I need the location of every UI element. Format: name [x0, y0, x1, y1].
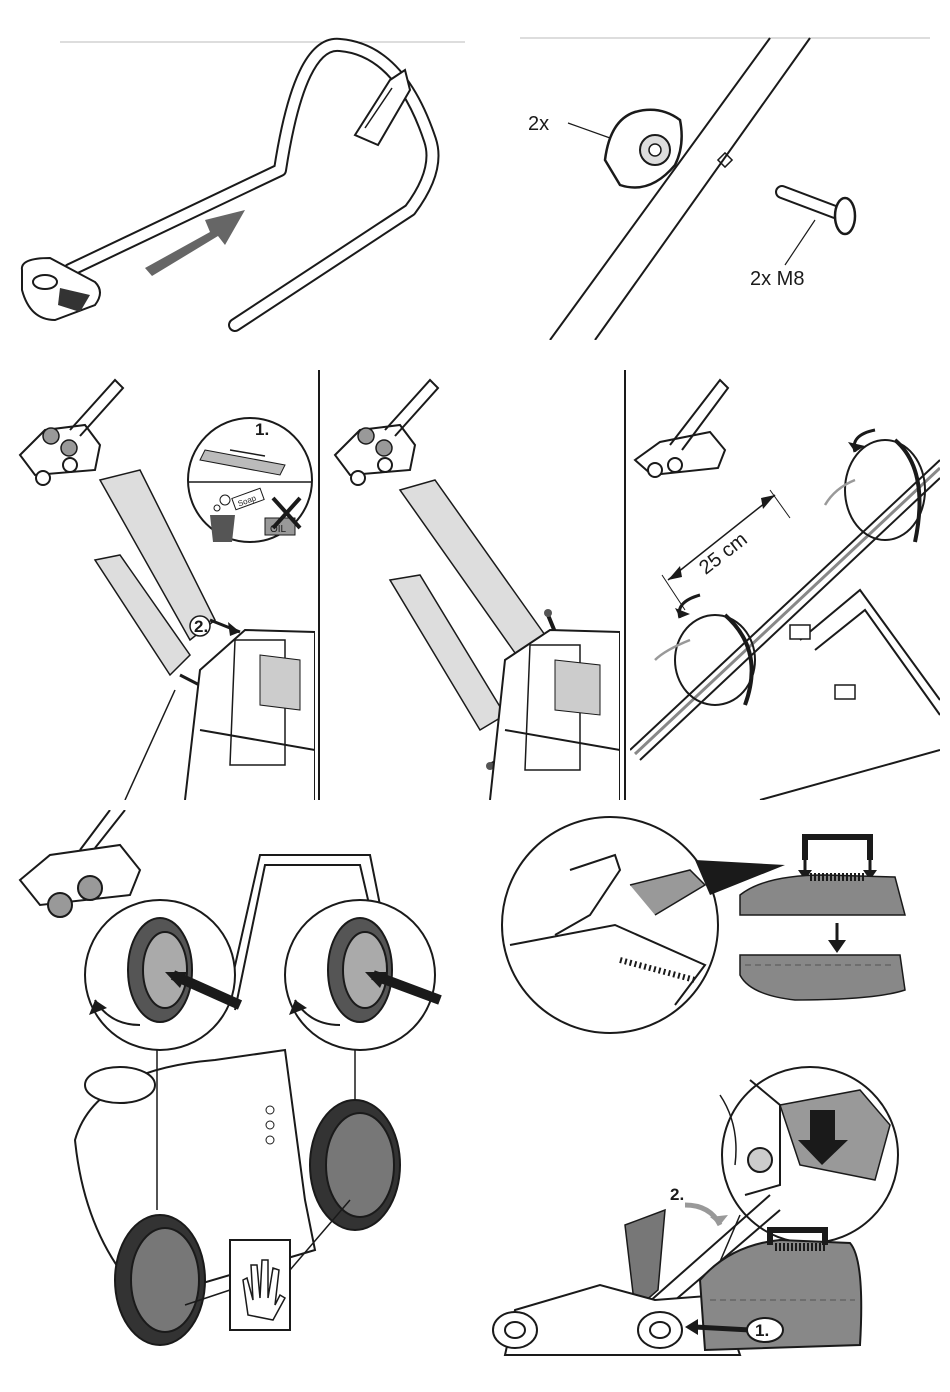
mower-pictogram-icon — [20, 380, 123, 485]
cleaning-instruction-circle: 1. Soap OIL — [188, 418, 312, 542]
bolt-label: 2x M8 — [750, 268, 804, 290]
wheel-icon — [638, 1312, 682, 1348]
wheel-icon — [310, 1100, 400, 1230]
fig1-handle-assembly — [10, 20, 480, 350]
fig7-grass-bag-assembly — [495, 815, 940, 1035]
wheel-zoom-circle — [285, 900, 440, 1100]
cable-tie-icon — [825, 430, 925, 542]
fig3-lower-handle-insert: 1. Soap OIL 2. — [15, 370, 315, 800]
bolt-icon — [782, 192, 855, 234]
fig6-wheel-adjustment — [15, 810, 455, 1350]
fig2-fasteners: 2x 2x M8 — [520, 20, 940, 340]
mower-pictogram-icon — [635, 380, 728, 477]
step1-label: 1. — [255, 420, 269, 439]
bag-handle-icon — [798, 837, 877, 880]
fig8-attach-grass-bag: 2. 1. — [480, 1065, 940, 1385]
bag-top-half — [740, 875, 905, 915]
fig4-screw-fixing — [330, 370, 620, 800]
bag-zoom-circle — [502, 817, 718, 1033]
divider-mid-1 — [318, 370, 320, 800]
step1-label: 1. — [755, 1321, 769, 1340]
hand-icon — [230, 1240, 290, 1330]
wheel-icon — [115, 1215, 205, 1345]
step2-label: 2. — [194, 617, 208, 636]
knob-count-label: 2x — [528, 113, 549, 135]
wheel-icon — [493, 1312, 537, 1348]
step2-label: 2. — [670, 1185, 684, 1204]
divider-mid-2 — [624, 370, 626, 800]
fig5-cable-ties: 25 cm — [630, 370, 940, 800]
bag-bottom-half — [740, 955, 905, 1000]
lever-icon — [355, 70, 410, 145]
mower-pictogram-icon — [20, 810, 140, 917]
mower-pictogram-icon — [335, 380, 438, 485]
screw-icon — [544, 609, 555, 632]
